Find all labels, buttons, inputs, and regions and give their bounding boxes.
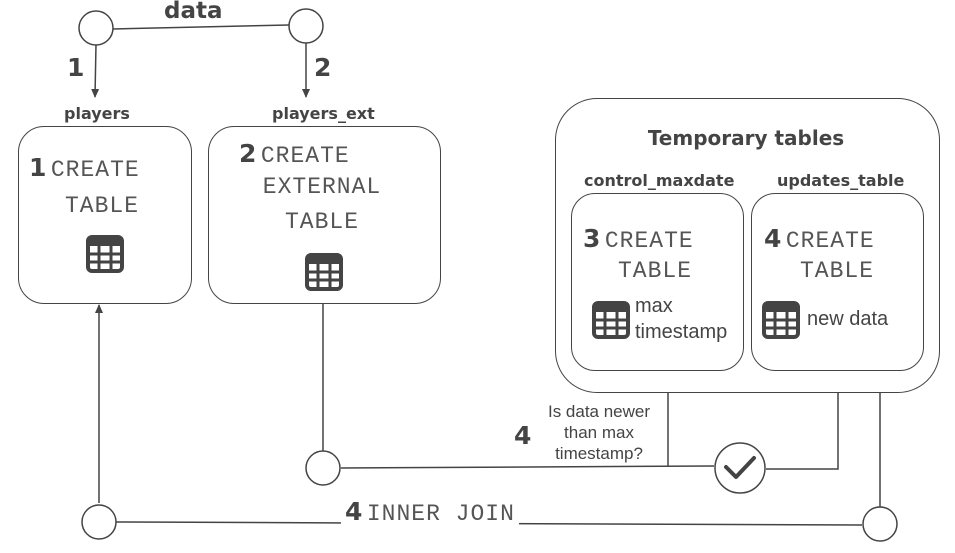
control-line1: CREATE bbox=[604, 228, 694, 254]
join-step: 4 bbox=[345, 497, 363, 526]
players-ext-line2: EXTERNAL bbox=[262, 174, 382, 200]
check-question-line2: than max bbox=[564, 423, 634, 442]
data-node-right bbox=[288, 8, 324, 44]
table-grid-icon bbox=[86, 235, 124, 273]
players-ext-line1: CREATE bbox=[260, 143, 350, 169]
check-question-line3: timestamp? bbox=[555, 444, 643, 463]
players-line1: CREATE bbox=[50, 157, 140, 183]
arrow-step-2: 2 bbox=[314, 53, 332, 82]
updates-note: new data bbox=[807, 308, 889, 330]
players-ext-step: 2 bbox=[239, 139, 257, 168]
players-step: 1 bbox=[29, 153, 47, 182]
updates-line2: TABLE bbox=[799, 258, 874, 284]
updates-table-box: 4 CREATE TABLE new data bbox=[751, 193, 924, 371]
control-step: 3 bbox=[583, 224, 601, 253]
updates-step: 4 bbox=[764, 224, 782, 253]
updates-table-label: updates_table bbox=[777, 171, 905, 190]
ext-node bbox=[305, 450, 341, 486]
control-note-line2: timestamp bbox=[635, 321, 728, 343]
temporary-tables-title: Temporary tables bbox=[647, 126, 845, 150]
check-question: Is data newer than max timestamp? bbox=[524, 401, 674, 464]
data-source-title: data bbox=[164, 0, 223, 24]
data-node-left bbox=[78, 10, 114, 46]
arrow-step-1: 1 bbox=[67, 53, 85, 82]
players-ext-label: players_ext bbox=[272, 104, 375, 123]
players-line2: TABLE bbox=[64, 193, 139, 219]
table-grid-icon bbox=[762, 301, 800, 339]
inner-join-label: 4 INNER JOIN bbox=[341, 497, 519, 527]
players-ext-table-box: 2 CREATE EXTERNAL TABLE bbox=[208, 126, 441, 304]
join-node-left bbox=[81, 504, 117, 540]
join-node-right bbox=[862, 506, 898, 542]
table-grid-icon bbox=[305, 253, 343, 291]
players-ext-line3: TABLE bbox=[284, 209, 359, 235]
control-maxdate-label: control_maxdate bbox=[584, 171, 735, 190]
control-note-line1: max bbox=[635, 295, 673, 317]
updates-line1: CREATE bbox=[785, 228, 875, 254]
players-label: players bbox=[64, 104, 130, 123]
join-text: INNER JOIN bbox=[366, 501, 515, 527]
players-table-box: 1 CREATE TABLE bbox=[18, 126, 192, 304]
checkmark-icon bbox=[714, 442, 766, 494]
check-question-line1: Is data newer bbox=[547, 402, 651, 421]
table-grid-icon bbox=[592, 301, 630, 339]
check-step: 4 bbox=[514, 421, 532, 450]
control-maxdate-table-box: 3 CREATE TABLE max timestamp bbox=[571, 193, 744, 371]
control-line2: TABLE bbox=[617, 258, 692, 284]
